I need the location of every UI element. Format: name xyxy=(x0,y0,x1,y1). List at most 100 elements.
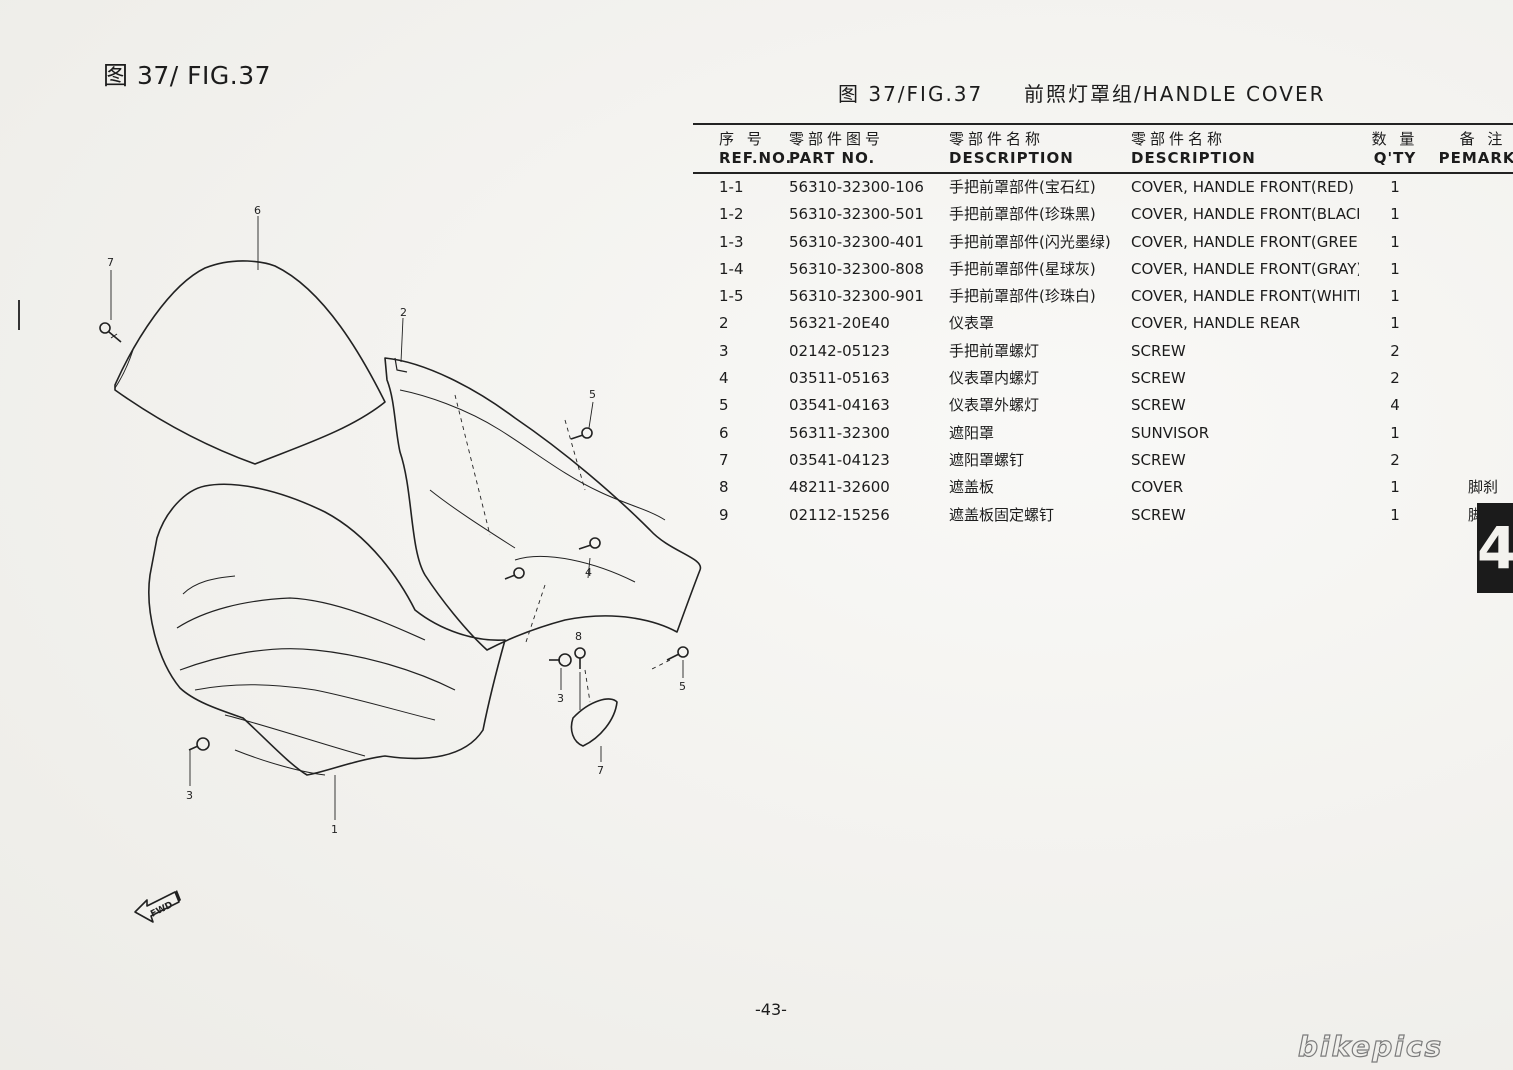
cell-ref: 8 xyxy=(719,478,729,497)
screw-7-icon xyxy=(99,322,122,343)
cell-description: COVER, HANDLE FRONT(GREEN) xyxy=(1131,232,1359,251)
cell-ref: 2 xyxy=(719,314,729,333)
cell-qty: 4 xyxy=(1390,396,1400,415)
sunvisor-shape xyxy=(114,260,386,465)
cell-name-zh: 遮阳罩螺钉 xyxy=(949,450,1025,469)
cell-ref: 4 xyxy=(719,369,729,388)
fwd-arrow-icon: FWD xyxy=(134,890,181,923)
cell-remarks xyxy=(1431,310,1513,337)
callout-6: 6 xyxy=(254,204,261,217)
cell-name-zh: 手把前罩部件(珍珠白) xyxy=(949,287,1096,306)
front-cover-shape xyxy=(148,483,506,776)
cell-description: COVER, HANDLE FRONT(WHITE) xyxy=(1131,287,1359,306)
cell-remarks xyxy=(1431,447,1513,474)
cell-qty: 1 xyxy=(1390,259,1400,278)
callout-3-right: 3 xyxy=(557,692,564,705)
callout-9: 8 xyxy=(575,630,582,643)
cell-qty: 1 xyxy=(1390,314,1400,333)
callout-5-upper: 5 xyxy=(589,388,596,401)
callout-8: 7 xyxy=(597,764,604,777)
cell-qty: 1 xyxy=(1390,423,1400,442)
cell-part: 56321-20E40 xyxy=(789,314,890,333)
cell-qty: 1 xyxy=(1390,205,1400,224)
figure-label-left: 图 37/ FIG.37 xyxy=(103,61,272,90)
figure-label-right: 图 37/FIG.37 xyxy=(838,82,984,106)
section-tab: 4 xyxy=(1477,503,1513,593)
cell-remarks xyxy=(1431,420,1513,447)
callout-2: 2 xyxy=(400,306,407,319)
cell-qty: 2 xyxy=(1390,450,1400,469)
cell-qty: 2 xyxy=(1390,369,1400,388)
cell-part: 56310-32300-106 xyxy=(789,178,924,196)
cell-part: 56310-32300-501 xyxy=(789,205,924,224)
callout-1: 1 xyxy=(331,823,338,836)
table-row: 3 02142-05123 手把前罩螺灯 SCREW 2 xyxy=(693,338,1513,365)
cell-description: COVER, HANDLE FRONT(BLACK) xyxy=(1131,205,1359,224)
cell-part: 56311-32300 xyxy=(789,423,890,442)
callout-3-left: 3 xyxy=(186,789,193,802)
cell-part: 03511-05163 xyxy=(789,369,890,388)
screw-5-upper-icon xyxy=(570,427,593,440)
callout-7: 7 xyxy=(107,256,114,269)
page-number: -43- xyxy=(755,1000,787,1019)
cell-part: 03541-04163 xyxy=(789,396,890,415)
watermark-logo: bikepics xyxy=(1297,1029,1444,1063)
cell-name-zh: 仪表罩外螺灯 xyxy=(949,396,1040,415)
callout-4: 4 xyxy=(585,566,592,579)
cell-name-zh: 遮盖板固定螺钉 xyxy=(949,505,1055,524)
cell-ref: 1-4 xyxy=(719,259,744,278)
cell-description: SCREW xyxy=(1131,341,1186,360)
cell-ref: 6 xyxy=(719,423,729,442)
cell-description: SCREW xyxy=(1131,505,1186,524)
cell-name-zh: 仪表罩内螺灯 xyxy=(949,369,1040,388)
cell-remarks: 脚刹 xyxy=(1467,478,1498,497)
cell-name-zh: 遮阳罩 xyxy=(949,423,995,442)
cell-remarks xyxy=(1431,365,1513,392)
cell-name-zh: 手把前罩部件(闪光墨绿) xyxy=(949,232,1111,251)
cell-remarks xyxy=(1431,173,1513,201)
cell-description: COVER, HANDLE REAR xyxy=(1131,314,1301,333)
cell-ref: 1-3 xyxy=(719,232,744,251)
cell-name-zh: 遮盖板 xyxy=(949,478,995,497)
header-remarks: 备 注PEMARKS xyxy=(1438,130,1513,167)
callout-5-lower: 5 xyxy=(679,680,686,693)
cell-qty: 2 xyxy=(1390,341,1400,360)
cell-ref: 7 xyxy=(719,450,729,469)
cell-ref: 1-1 xyxy=(719,178,744,196)
screw-3-right-icon xyxy=(549,653,572,667)
cover-plate-shape xyxy=(570,698,618,747)
cell-qty: 1 xyxy=(1390,505,1400,524)
cell-name-zh: 手把前罩部件(宝石红) xyxy=(949,178,1096,196)
cell-part: 02142-05123 xyxy=(789,341,890,360)
cell-name-zh: 手把前罩螺灯 xyxy=(949,341,1040,360)
cell-qty: 1 xyxy=(1390,232,1400,251)
cell-ref: 9 xyxy=(719,505,729,524)
exploded-parts-diagram: 6 7 2 5 4 8 3 5 7 3 1 xyxy=(99,204,702,836)
page-title: 前照灯罩组/HANDLE COVER xyxy=(1024,82,1326,106)
screw-4-lower-icon xyxy=(504,567,525,580)
cell-remarks xyxy=(1431,283,1513,310)
cell-ref: 3 xyxy=(719,341,729,360)
cell-remarks xyxy=(1431,392,1513,419)
cell-qty: 1 xyxy=(1390,478,1400,497)
cell-remarks xyxy=(1431,229,1513,256)
cell-name-zh: 手把前罩部件(珍珠黑) xyxy=(949,205,1096,224)
screw-3-left-icon xyxy=(188,737,210,751)
cell-name-zh: 手把前罩部件(星球灰) xyxy=(949,259,1096,278)
cell-qty: 1 xyxy=(1390,178,1400,196)
